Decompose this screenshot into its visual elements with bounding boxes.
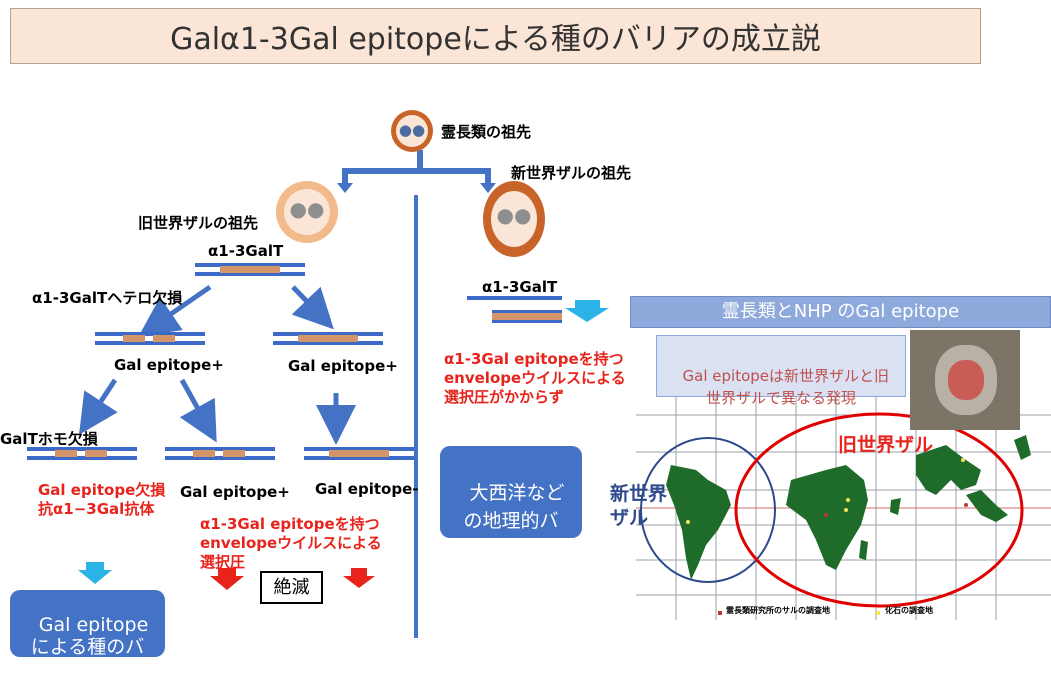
panel-header: 霊長類とNHP のGal epitope	[630, 296, 1051, 328]
world-map-graphic	[636, 380, 1051, 620]
geo-barrier-label: 大西洋など の地理的バ リア	[463, 482, 565, 560]
red-arrow-a	[210, 568, 244, 590]
diagram-connectors	[78, 150, 609, 638]
deficiency-note: Gal epitope欠損 抗α1−3Gal抗体	[38, 481, 166, 518]
species-barrier-label: Gal epitope による種のバ リア	[30, 614, 149, 680]
new-world-ancestor-label: 新世界ザルの祖先	[511, 164, 632, 182]
primate-ancestor-face: ●●	[391, 110, 433, 152]
map-legend-a: 霊長類研究所のサルの調査地	[726, 606, 830, 615]
old-world-map-label: 旧世界ザル	[838, 434, 934, 456]
gal-plus-a-label: Gal epitope+	[114, 356, 224, 374]
gal-plus-c-label: Gal epitope+	[180, 483, 290, 501]
galt-right-label: α1-3GalT	[482, 278, 558, 296]
selection-right-note: α1-3Gal epitopeを持つ envelopeウイルスによる 選択圧がか…	[444, 350, 626, 406]
cyan-arrow-right	[565, 300, 609, 322]
red-arrow-b	[343, 568, 375, 588]
old-world-ancestor-face: ●●	[276, 181, 338, 243]
gene-plus-c	[165, 447, 275, 460]
arrow-plus-c	[179, 378, 217, 443]
africa-land	[786, 465, 868, 570]
old-world-ellipse	[734, 412, 1024, 608]
gene-right-top	[467, 296, 562, 309]
galt-left-label: α1-3GalT	[208, 242, 284, 260]
new-world-ancestor-face: ●●	[483, 181, 545, 257]
map-legend-b: 化石の調査地	[885, 606, 933, 615]
new-world-ellipse	[640, 437, 776, 583]
gene-homo	[27, 447, 137, 460]
page-title: Galα1-3Gal epitopeによる種のバリアの成立説	[170, 22, 821, 57]
selection-left-note: α1-3Gal epitopeを持つ envelopeウイルスによる 選択圧	[200, 515, 382, 571]
gal-plus-b-label: Gal epitope+	[288, 357, 398, 375]
panel-header-label: 霊長類とNHP のGal epitope	[721, 301, 960, 322]
gene-minus	[304, 447, 414, 460]
new-world-map-label: 新世界 ザル	[610, 483, 668, 529]
panel-note-box: Gal epitopeは新世界ザルと旧 世界ザルで異なる発現	[656, 335, 906, 407]
hetero-loss-label: α1-3GalTヘテロ欠損	[32, 289, 183, 307]
gene-plus	[273, 332, 383, 345]
geo-barrier-box: 大西洋など の地理的バ リア	[440, 446, 582, 560]
cyan-arrow-left	[78, 562, 112, 584]
gene-hetero	[95, 332, 205, 345]
split-left-arrow	[342, 150, 423, 186]
asia-land	[916, 445, 981, 495]
homo-loss-label: GalTホモ欠損	[0, 430, 98, 448]
extinct-label: 絶滅	[273, 577, 310, 598]
arrow-homo	[79, 378, 118, 435]
extinct-box: 絶滅	[260, 571, 323, 604]
monkey-photo	[910, 330, 1020, 430]
panel-note-label: Gal epitopeは新世界ザルと旧 世界ザルで異なる発現	[682, 367, 890, 407]
gene-left-top	[195, 263, 305, 276]
south-america-land	[666, 465, 731, 580]
primate-ancestor-label: 霊長類の祖先	[441, 123, 532, 141]
arrow-plus	[291, 285, 334, 330]
split-right-arrow	[420, 168, 491, 186]
sea-islands-land	[966, 490, 1008, 522]
title-banner: Galα1-3Gal epitopeによる種のバリアの成立説	[10, 8, 981, 64]
arrow-hetero	[138, 284, 212, 337]
old-world-ancestor-label: 旧世界ザルの祖先	[138, 214, 259, 232]
species-barrier-box: Gal epitope による種のバ リア	[10, 590, 165, 680]
gal-minus-label: Gal epitope-	[315, 480, 419, 498]
gene-right-bottom	[492, 310, 562, 323]
